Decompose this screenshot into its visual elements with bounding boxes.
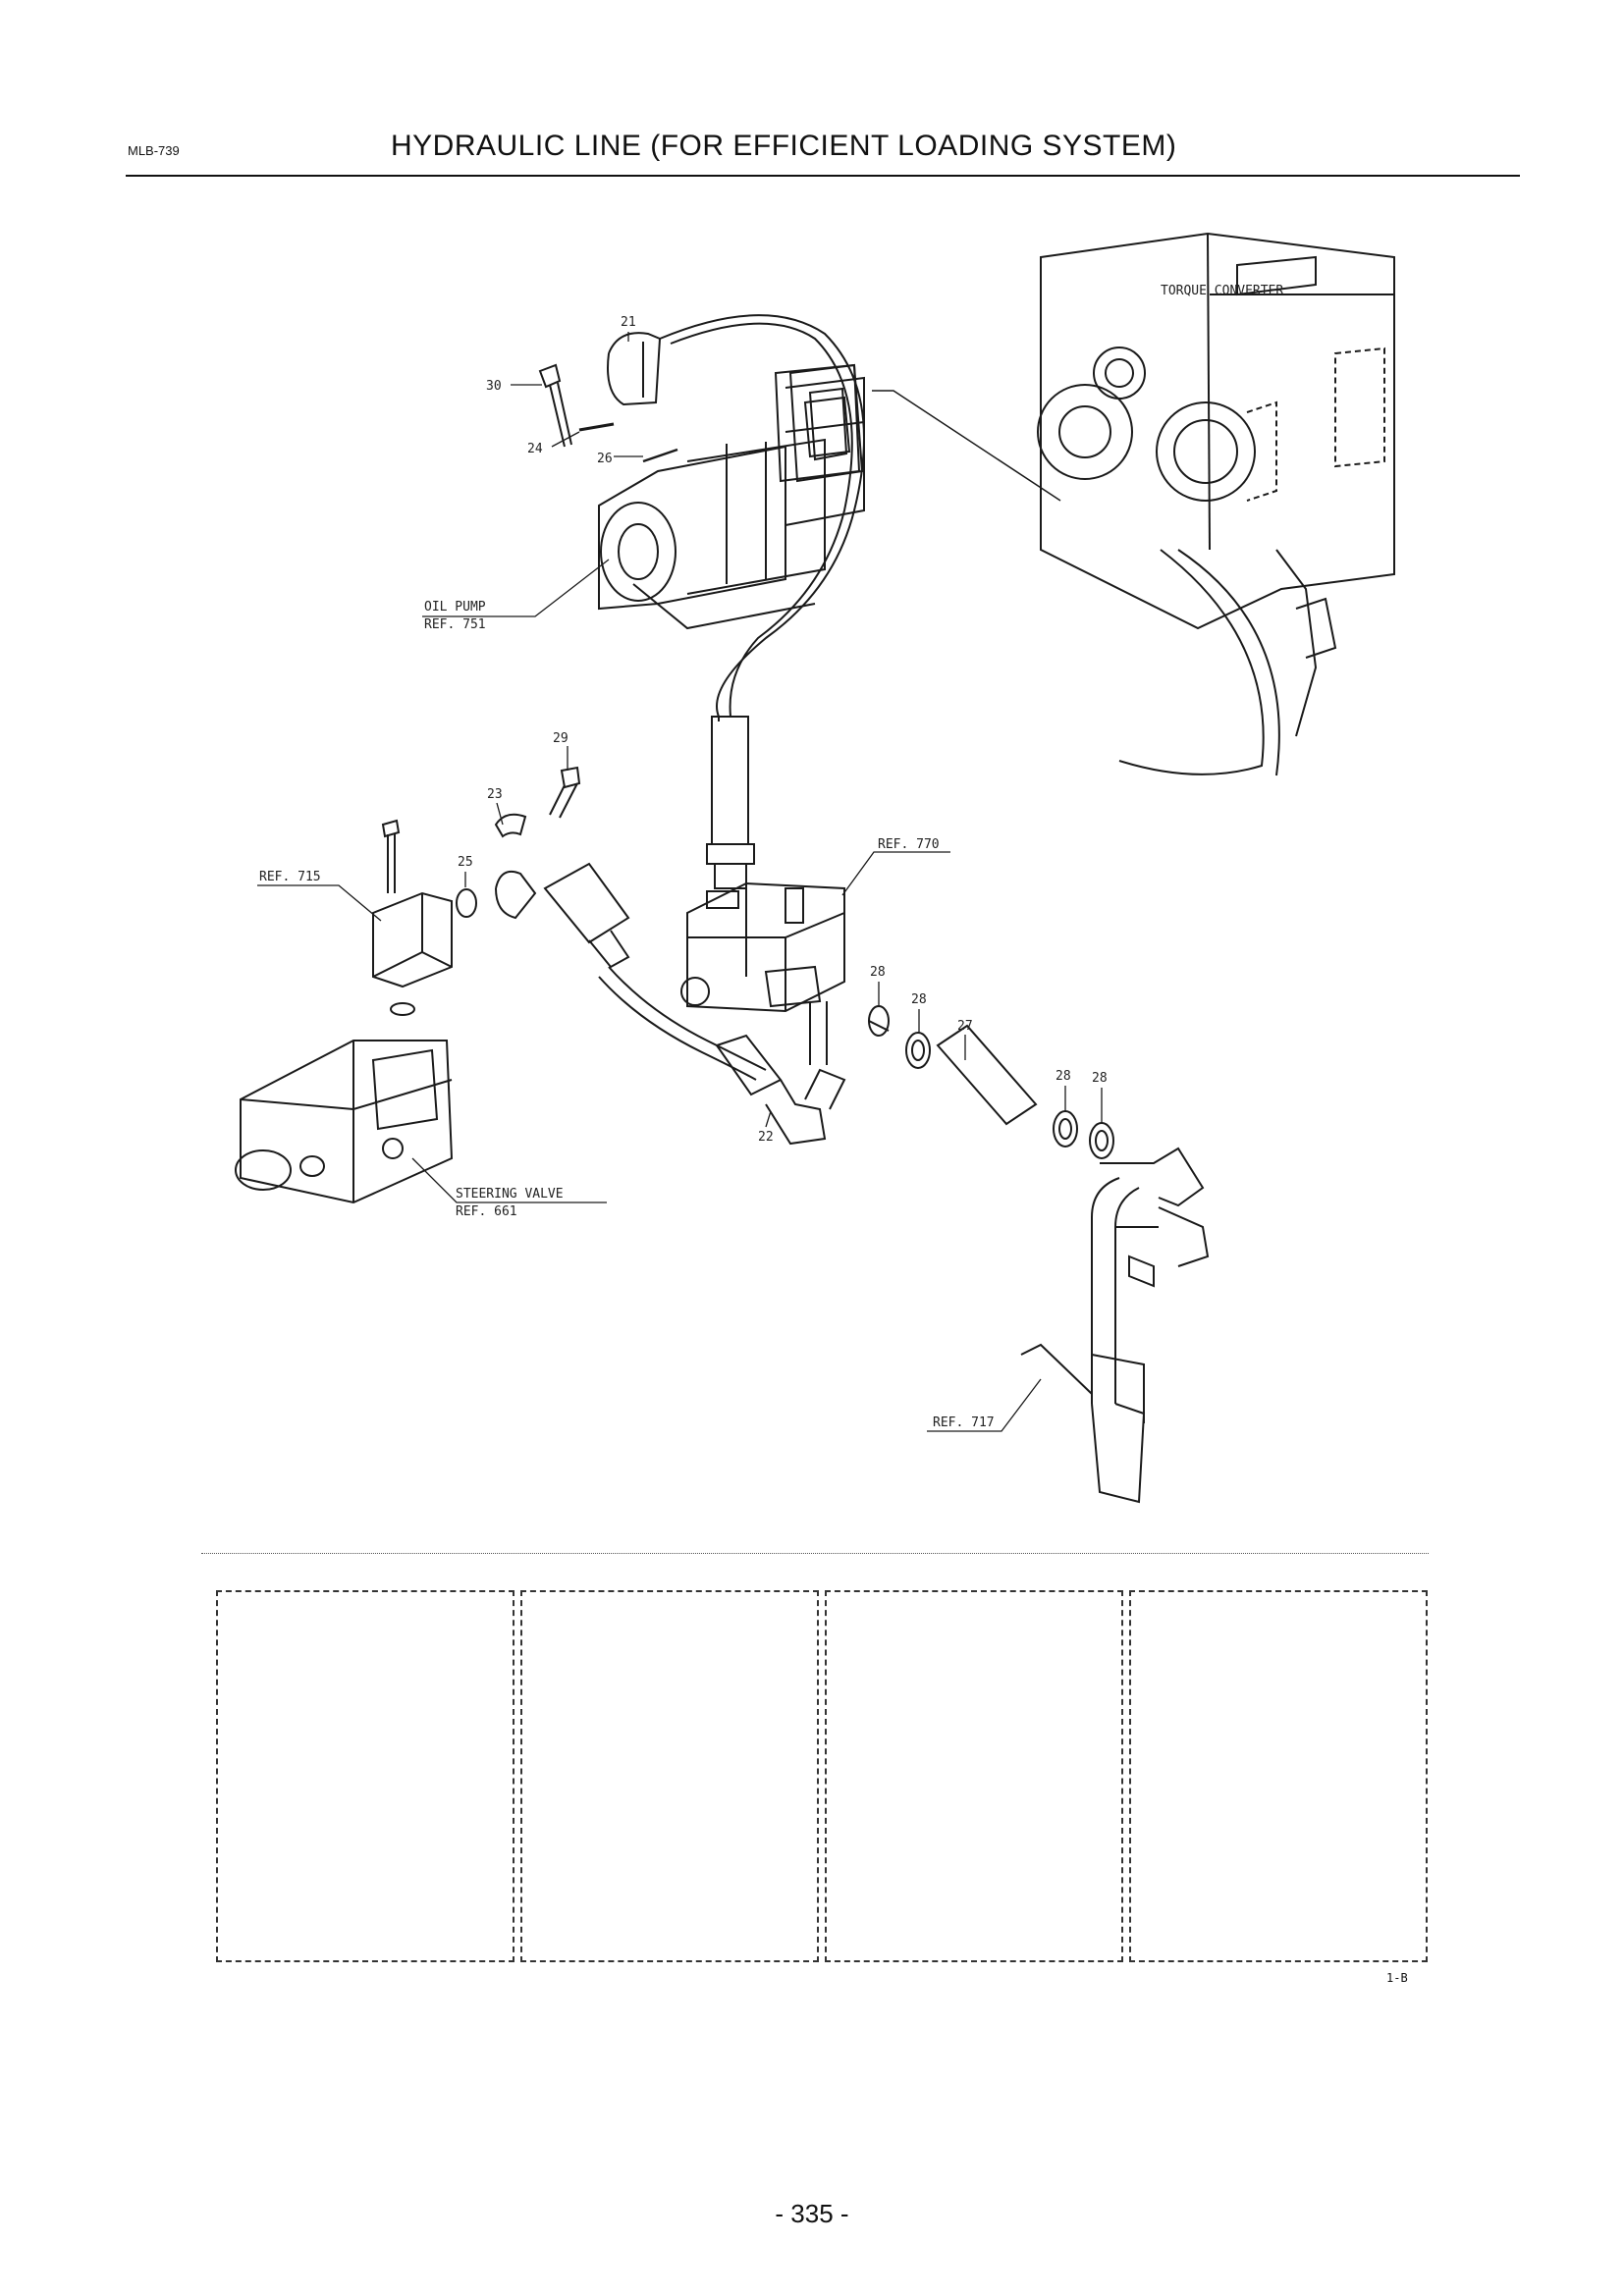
hose-27-drawing — [936, 1024, 1038, 1126]
part-28c: 28 — [1056, 1069, 1071, 1084]
blank-panel-2 — [520, 1590, 819, 1962]
elbow-23-drawing — [494, 813, 527, 838]
leader-oil-pump — [422, 559, 610, 617]
torque-converter-drawing — [1037, 232, 1395, 776]
leader-715 — [257, 884, 382, 922]
part-24: 24 — [527, 442, 543, 456]
blank-panel-1 — [216, 1590, 514, 1962]
label-steering-valve: STEERING VALVE — [456, 1187, 564, 1201]
document-code: MLB-739 — [128, 143, 180, 158]
label-ref-717: REF. 717 — [933, 1415, 995, 1430]
block-715-drawing — [372, 819, 453, 1016]
oil-pump-drawing — [598, 363, 865, 630]
sheet-reference: 1-B — [1386, 1971, 1408, 1985]
leader-23 — [496, 802, 504, 826]
part-28d: 28 — [1092, 1071, 1108, 1086]
flexible-hose-lower — [608, 966, 767, 1071]
title-rule — [126, 175, 1520, 177]
valve-block-770-drawing — [680, 881, 845, 1013]
leader-22 — [765, 1110, 772, 1128]
steering-valve-drawing — [235, 1040, 454, 1204]
part-30: 30 — [486, 379, 502, 394]
part-29: 29 — [553, 731, 568, 746]
hose-coupling-drawing — [495, 870, 537, 920]
o-ring-25-drawing — [456, 888, 477, 918]
flexible-hose-upper — [659, 314, 865, 721]
part-26: 26 — [597, 452, 613, 466]
hose-end-fitting — [706, 716, 755, 889]
label-ref-770: REF. 770 — [878, 837, 940, 852]
part-21: 21 — [621, 315, 636, 330]
part-23: 23 — [487, 787, 503, 802]
part-25: 25 — [458, 855, 473, 870]
separator-rule — [201, 1553, 1429, 1554]
fitting-22-drawing — [715, 1034, 827, 1146]
bracket-hardware-drawing — [538, 332, 678, 463]
label-ref-715: REF. 715 — [259, 870, 321, 884]
part-22: 22 — [758, 1130, 774, 1145]
leader-steering-valve — [411, 1157, 607, 1203]
label-oil-pump-ref: REF. 751 — [424, 617, 486, 632]
blank-panel-3 — [825, 1590, 1123, 1962]
leader-24 — [551, 431, 580, 448]
part-28a: 28 — [870, 965, 886, 980]
leader-717 — [927, 1378, 1042, 1432]
blank-panel-4 — [1129, 1590, 1428, 1962]
page-number: - 335 - — [775, 2199, 849, 2228]
bolt-29-drawing — [549, 766, 581, 819]
label-torque-converter: TORQUE CONVERTER — [1161, 284, 1283, 298]
label-oil-pump: OIL PUMP — [424, 600, 486, 614]
part-27: 27 — [957, 1019, 973, 1034]
exploded-parts-diagram: TORQUE CONVERTER 21 30 24 26 OIL PUMP RE… — [235, 232, 1395, 1504]
hose-clamps-drawing — [868, 1005, 1114, 1159]
leader-770 — [841, 851, 950, 896]
part-28b: 28 — [911, 992, 927, 1007]
label-steering-valve-ref: REF. 661 — [456, 1204, 517, 1219]
pipe-717-drawing — [1020, 1147, 1210, 1504]
page-title: HYDRAULIC LINE (FOR EFFICIENT LOADING SY… — [391, 130, 1177, 162]
